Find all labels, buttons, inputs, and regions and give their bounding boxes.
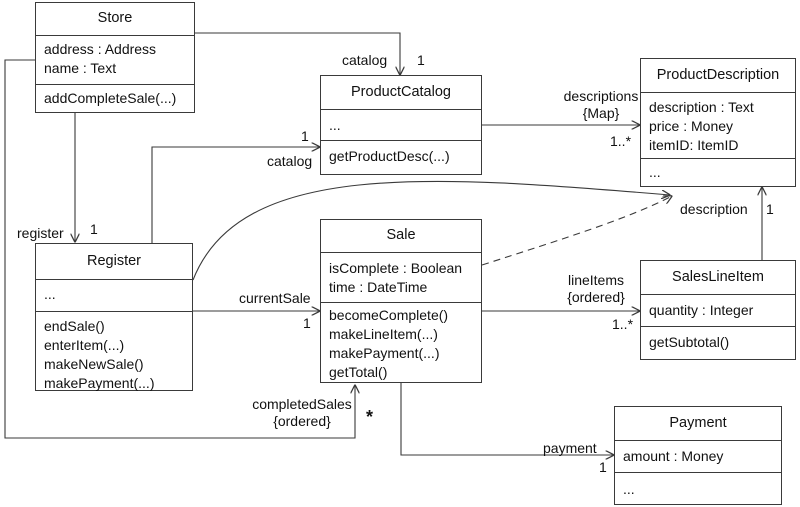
product-description-operation: ...	[649, 164, 661, 180]
register-operations: endSale() enterItem(...) makeNewSale() m…	[36, 312, 192, 397]
completed-sales-role-name: completedSales	[252, 396, 352, 412]
register-to-catalog-line	[151, 147, 320, 243]
sale-attributes: isComplete : Boolean time : DateTime	[321, 253, 481, 303]
payment-class-name: Payment	[615, 407, 781, 441]
store-attribute: name : Text	[44, 60, 117, 76]
completed-sales-role: completedSales {ordered}	[248, 396, 356, 430]
payment-attribute: amount : Money	[623, 448, 724, 464]
product-catalog-attributes: ...	[321, 110, 481, 141]
sale-operation: becomeComplete()	[329, 307, 449, 323]
descriptions-role-name: descriptions	[563, 88, 639, 104]
payment-multiplicity: 1	[599, 459, 607, 475]
descriptions-role: descriptions {Map}	[562, 88, 640, 122]
store-to-completed-sales-line	[4, 59, 355, 439]
store-register-multiplicity: 1	[90, 221, 98, 237]
sales-line-item-operations: getSubtotal()	[641, 327, 795, 356]
store-attribute: address : Address	[44, 41, 157, 57]
store-register-role: register	[17, 225, 64, 241]
sale-to-payment-line	[400, 383, 614, 455]
completed-sales-multiplicity: *	[366, 407, 374, 427]
store-attributes: address : Address name : Text	[36, 36, 194, 85]
sales-line-item-operation: getSubtotal()	[649, 334, 730, 350]
sale-attribute: time : DateTime	[329, 279, 428, 295]
sales-line-item-class-name: SalesLineItem	[641, 261, 795, 295]
current-sale-role: currentSale	[239, 290, 311, 306]
sales-line-item-attributes: quantity : Integer	[641, 295, 795, 327]
descriptions-role-constraint: {Map}	[582, 105, 620, 121]
register-operation: makePayment(...)	[44, 375, 155, 391]
product-description-operations: ...	[641, 159, 795, 186]
sale-operation: getTotal()	[329, 364, 388, 380]
product-description-attribute: price : Money	[649, 118, 734, 134]
register-catalog-multiplicity: 1	[301, 128, 309, 144]
store-catalog-role: catalog	[342, 52, 388, 68]
register-dependency-curve	[192, 180, 670, 281]
sale-attribute: isComplete : Boolean	[329, 260, 463, 276]
register-catalog-role: catalog	[267, 153, 313, 169]
product-catalog-class-name: ProductCatalog	[321, 76, 481, 110]
store-operation: addCompleteSale(...)	[44, 90, 177, 106]
payment-role: payment	[543, 440, 597, 456]
product-description-class-name: ProductDescription	[641, 59, 795, 93]
payment-operations: ...	[615, 473, 781, 503]
product-catalog-attribute: ...	[329, 117, 341, 133]
store-catalog-multiplicity: 1	[417, 52, 425, 68]
line-item-description-role: description	[680, 201, 748, 217]
sale-operation: makeLineItem(...)	[329, 326, 438, 342]
descriptions-multiplicity: 1..*	[610, 133, 632, 149]
register-operation: makeNewSale()	[44, 356, 144, 372]
current-sale-multiplicity: 1	[303, 315, 311, 331]
sale-operation: makePayment(...)	[329, 345, 440, 361]
register-class-name: Register	[36, 244, 192, 280]
register-operation: endSale()	[44, 318, 105, 334]
sales-line-item-class[interactable]: SalesLineItem quantity : Integer getSubt…	[640, 260, 796, 360]
store-to-catalog-line	[195, 32, 400, 75]
product-catalog-class[interactable]: ProductCatalog ... getProductDesc(...)	[320, 75, 482, 175]
sale-class-name: Sale	[321, 220, 481, 253]
line-items-role-constraint: {ordered}	[567, 289, 625, 305]
sales-line-item-attribute: quantity : Integer	[649, 302, 754, 318]
line-items-role: lineItems {ordered}	[560, 272, 632, 306]
register-attribute: ...	[44, 286, 56, 302]
product-description-attribute: description : Text	[649, 99, 754, 115]
line-items-multiplicity: 1..*	[612, 316, 634, 332]
payment-class[interactable]: Payment amount : Money ...	[614, 406, 782, 505]
product-description-class[interactable]: ProductDescription description : Text pr…	[640, 58, 796, 187]
register-class[interactable]: Register ... endSale() enterItem(...) ma…	[35, 243, 193, 391]
store-operations: addCompleteSale(...)	[36, 85, 194, 112]
product-description-attributes: description : Text price : Money itemID:…	[641, 93, 795, 159]
product-catalog-operation: getProductDesc(...)	[329, 148, 450, 164]
register-attributes: ...	[36, 280, 192, 312]
completed-sales-role-constraint: {ordered}	[273, 413, 331, 429]
payment-operation: ...	[623, 481, 635, 497]
store-class[interactable]: Store address : Address name : Text addC…	[35, 2, 195, 113]
sale-operations: becomeComplete() makeLineItem(...) makeP…	[321, 303, 481, 386]
store-class-name: Store	[36, 3, 194, 36]
product-catalog-operations: getProductDesc(...)	[321, 141, 481, 170]
line-items-role-name: lineItems	[567, 272, 625, 288]
product-description-attribute: itemID: ItemID	[649, 137, 739, 153]
register-operation: enterItem(...)	[44, 337, 125, 353]
line-item-description-multiplicity: 1	[766, 201, 774, 217]
payment-attributes: amount : Money	[615, 441, 781, 473]
sale-dependency-dashed-line	[481, 196, 672, 266]
sale-class[interactable]: Sale isComplete : Boolean time : DateTim…	[320, 219, 482, 383]
